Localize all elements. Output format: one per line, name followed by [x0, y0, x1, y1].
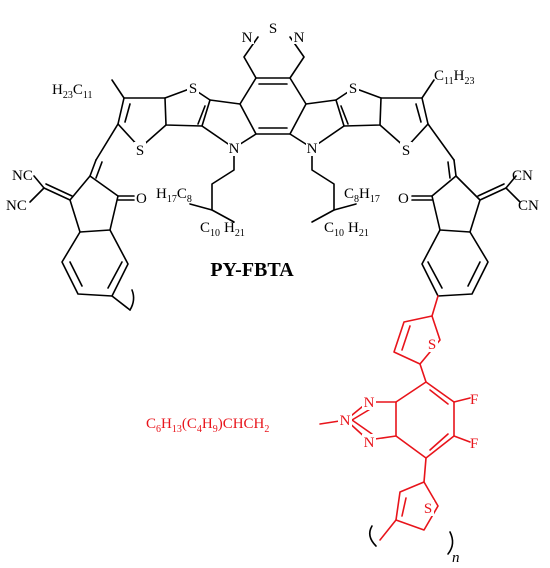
cyano-right-upper: CN: [512, 168, 533, 184]
alkyl-label-right: C11H23: [434, 68, 475, 87]
thiophene-sulfur-outer-left: S: [136, 143, 144, 159]
thiophene-sulfur-outer-right: S: [402, 143, 410, 159]
cyano-right-lower: CN: [518, 198, 539, 214]
triazole-nitrogen-center: N: [340, 413, 351, 429]
fluorine-lower: F: [470, 436, 478, 452]
carbonyl-oxygen-right: O: [398, 191, 409, 207]
triazole-nitrogen-upper: N: [364, 395, 375, 411]
compound-name: PY-FBTA: [210, 259, 294, 281]
donor-thiophene-sulfur-upper: S: [428, 337, 436, 353]
pyrrole-nitrogen-right: N: [307, 141, 318, 157]
pyrrole-nitrogen-left: N: [229, 141, 240, 157]
thiophene-sulfur-inner-right: S: [349, 81, 357, 97]
donor-bonds: [319, 295, 471, 541]
core-bonds: [29, 36, 521, 311]
donor-thiophene-sulfur-lower: S: [424, 501, 432, 517]
cyano-left-lower: NC: [6, 198, 27, 214]
thiadiazole-sulfur: S: [269, 21, 277, 37]
thiadiazole-nitrogen-left: N: [242, 30, 253, 46]
thiophene-sulfur-inner-left: S: [189, 81, 197, 97]
donor-side-chain: C6H13(C4H9)CHCH2: [146, 416, 269, 435]
alkyl-label-left: H23C11: [52, 82, 93, 101]
repeat-bracket: [129, 289, 454, 555]
triazole-nitrogen-lower: N: [364, 435, 375, 451]
cyano-left-upper: NC: [12, 168, 33, 184]
repeat-index: n: [452, 550, 460, 566]
branch-label-left-upper: H17C8: [156, 186, 192, 205]
branch-label-right-upper: C8H17: [344, 186, 380, 205]
thiadiazole-nitrogen-right: N: [294, 30, 305, 46]
fluorine-upper: F: [470, 392, 478, 408]
carbonyl-oxygen-left: O: [136, 191, 147, 207]
